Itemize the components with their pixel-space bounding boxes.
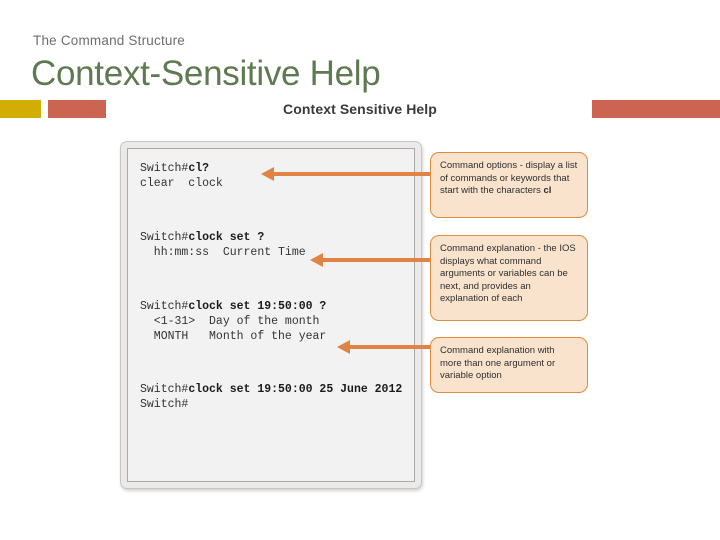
terminal-command: clock set ? <box>188 231 265 244</box>
callout-command-options: Command options - display a list of comm… <box>430 152 588 218</box>
terminal-block-1: Switch#cl? clear clock <box>140 161 404 191</box>
callout-text: Command explanation - the IOS displays w… <box>440 243 576 305</box>
terminal-output-line: hh:mm:ss Current Time <box>140 246 306 259</box>
slide-header: The Command Structure Context-Sensitive … <box>0 0 720 100</box>
callout-arrow-2 <box>310 253 432 267</box>
callout-text: Command explanation with more than one a… <box>440 345 556 382</box>
terminal-command: clock set 19:50:00 25 June 2012 <box>188 383 403 396</box>
decorative-bar-yellow <box>0 100 41 118</box>
terminal-block-2: Switch#clock set ? hh:mm:ss Current Time <box>140 230 404 260</box>
terminal-output-line: <1-31> Day of the month <box>140 315 320 328</box>
arrow-head-icon <box>261 167 274 181</box>
callout-command-explanation: Command explanation - the IOS displays w… <box>430 235 588 321</box>
terminal-prompt: Switch# <box>140 383 189 396</box>
callout-bold-token: cl <box>543 185 552 197</box>
decorative-bar-red-right <box>592 100 720 118</box>
arrow-shaft <box>321 258 432 262</box>
terminal-prompt: Switch# <box>140 231 189 244</box>
terminal-prompt-final: Switch# <box>140 398 189 411</box>
page-title: Context-Sensitive Help <box>31 54 381 93</box>
terminal-screen: Switch#cl? clear clock Switch#clock set … <box>127 148 415 482</box>
arrow-head-icon <box>310 253 323 267</box>
terminal-window: Switch#cl? clear clock Switch#clock set … <box>120 141 422 489</box>
terminal-output-line: clear clock <box>140 177 223 190</box>
arrow-shaft <box>348 345 432 349</box>
terminal-command: cl? <box>188 162 210 175</box>
terminal-gap-1 <box>140 191 404 230</box>
terminal-prompt: Switch# <box>140 300 189 313</box>
arrow-shaft <box>272 172 432 176</box>
terminal-prompt: Switch# <box>140 162 189 175</box>
callout-arrow-1 <box>261 167 432 181</box>
callout-command-explanation-multi: Command explanation with more than one a… <box>430 337 588 393</box>
terminal-block-3: Switch#clock set 19:50:00 ? <1-31> Day o… <box>140 299 404 344</box>
terminal-command: clock set 19:50:00 ? <box>188 300 327 313</box>
callout-text: Command options - display a list of comm… <box>440 160 578 197</box>
decorative-bar-strip <box>0 100 720 118</box>
arrow-head-icon <box>337 340 350 354</box>
terminal-output-line: MONTH Month of the year <box>140 330 327 343</box>
slide-eyebrow: The Command Structure <box>33 33 186 48</box>
terminal-block-4: Switch#clock set 19:50:00 25 June 2012 S… <box>140 382 404 412</box>
banner-title: Context Sensitive Help <box>283 101 437 117</box>
decorative-bar-red-left <box>48 100 106 118</box>
callout-arrow-3 <box>337 340 432 354</box>
